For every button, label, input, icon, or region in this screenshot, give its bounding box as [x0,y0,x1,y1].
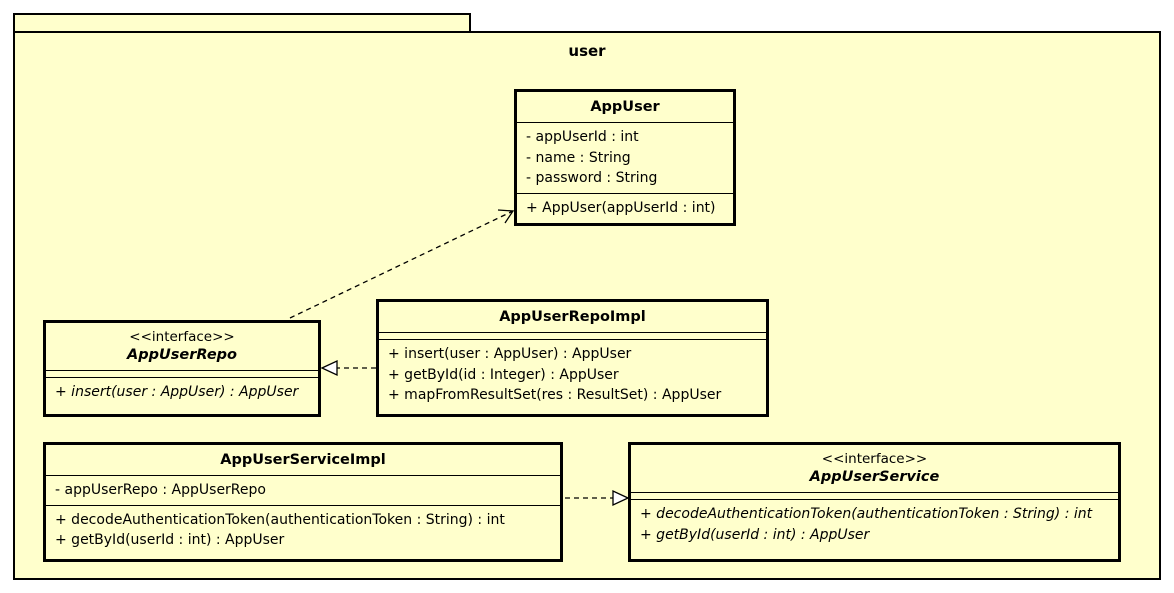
class-app-user[interactable]: AppUser - appUserId : int - name : Strin… [514,89,736,226]
dependency-arrow [289,209,515,319]
operation: + decodeAuthenticationToken(authenticati… [55,511,505,528]
attribute: - password : String [526,170,658,186]
operation: + mapFromResultSet(res : ResultSet) : Ap… [388,387,722,403]
operations-compartment: + decodeAuthenticationToken(authenticati… [631,499,1118,549]
operation: + getById(id : Integer) : AppUser [388,366,619,383]
operation: + AppUser(appUserId : int) [526,199,716,216]
package-tab [13,13,471,32]
attribute: - name : String [526,149,631,166]
class-app-user-service-impl[interactable]: AppUserServiceImpl - appUserRepo : AppUs… [43,442,563,562]
attributes-compartment [46,370,318,377]
attributes-compartment: - appUserRepo : AppUserRepo [46,475,560,505]
package-name: user [568,42,606,60]
operation: + getById(userId : int) : AppUser [55,532,285,548]
class-name: AppUser [590,99,660,115]
operations-compartment: + decodeAuthenticationToken(authenticati… [46,504,560,555]
class-name: AppUserRepo [127,347,237,363]
stereotype: <<interface>> [129,329,235,345]
class-name: AppUserService [809,469,940,485]
attributes-compartment [631,492,1118,499]
operation: + insert(user : AppUser) : AppUser [388,346,632,362]
attribute: - appUserId : int [526,129,639,145]
operation: + insert(user : AppUser) : AppUser [55,384,299,400]
operation: + getById(userId : int) : AppUser [640,526,870,543]
operations-compartment: + insert(user : AppUser) : AppUser [46,377,318,407]
interface-app-user-service[interactable]: <<interface>> AppUserService + decodeAut… [628,442,1121,562]
class-name: AppUserRepoImpl [499,309,646,325]
stereotype: <<interface>> [821,451,928,467]
attributes-compartment: - appUserId : int - name : String - pass… [517,122,733,193]
realization-arrow [565,489,630,507]
operation: + decodeAuthenticationToken(authenticati… [640,506,1093,522]
attributes-compartment [379,332,766,339]
realization-arrow [320,359,376,377]
attribute: - appUserRepo : AppUserRepo [55,482,266,498]
interface-app-user-repo[interactable]: <<interface>> AppUserRepo + insert(user … [43,320,321,417]
class-app-user-repo-impl[interactable]: AppUserRepoImpl + insert(user : AppUser)… [376,299,769,417]
operations-compartment: + insert(user : AppUser) : AppUser + get… [379,339,766,410]
class-name: AppUserServiceImpl [220,452,386,468]
operations-compartment: + AppUser(appUserId : int) [517,192,733,223]
